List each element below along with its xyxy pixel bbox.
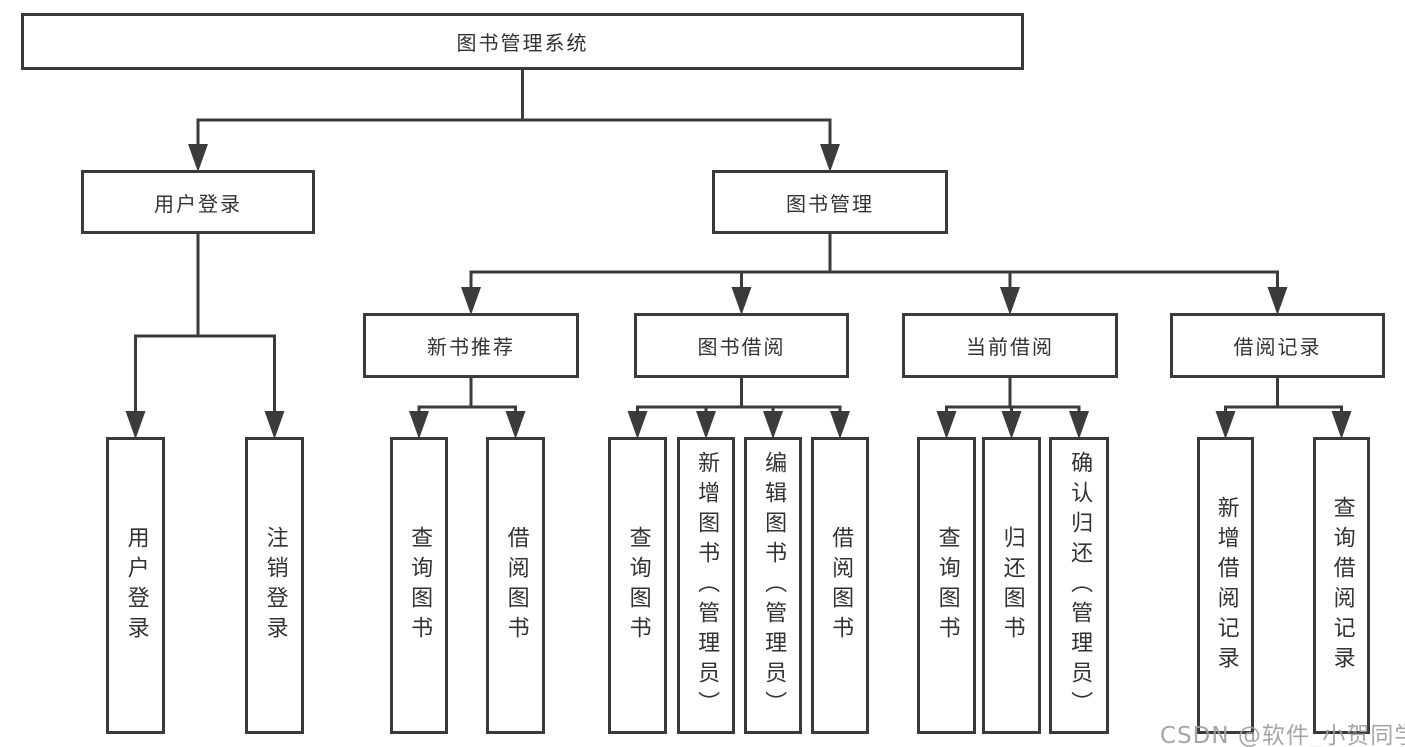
connector-arrow [505, 411, 526, 439]
connector-arrow [731, 287, 752, 315]
node-cur-query: 查询图书 [917, 437, 976, 734]
connector-arrow [125, 411, 146, 439]
connector-arrow [1069, 411, 1089, 439]
node-bor-query: 查询图书 [608, 437, 667, 734]
node-label: 编辑图书（管理员） [761, 450, 787, 721]
node-label: 借阅图书 [828, 525, 854, 646]
node-label: 图书管理系统 [456, 31, 589, 55]
node-cur-confirm: 确认归还（管理员） [1049, 437, 1109, 734]
connector-arrow [1267, 287, 1288, 315]
node-new-book-rec: 新书推荐 [363, 313, 579, 378]
connector-arrow [830, 411, 850, 439]
connector-arrow [1215, 411, 1236, 439]
connector-arrow [763, 411, 783, 439]
connector-arrow [409, 411, 429, 439]
connector-arrow [627, 411, 648, 439]
node-label: 确认归还（管理员） [1067, 450, 1093, 721]
node-login-logout: 注销登录 [245, 437, 304, 734]
node-label: 注销登录 [262, 525, 288, 646]
node-label: 借阅记录 [1233, 335, 1322, 359]
node-bor-borrow: 借阅图书 [811, 437, 869, 734]
connector-arrow [1331, 411, 1352, 439]
node-label: 归还图书 [999, 525, 1025, 646]
node-label: 图书借阅 [697, 335, 786, 359]
node-root: 图书管理系统 [21, 13, 1024, 70]
connector-arrow [1001, 411, 1022, 439]
node-mgmt: 图书管理 [712, 170, 948, 234]
node-bor-add: 新增图书（管理员） [677, 437, 735, 734]
node-borrow-records: 借阅记录 [1170, 313, 1385, 378]
node-label: 图书管理 [786, 191, 874, 216]
connector-arrow [696, 411, 716, 439]
node-label: 查询借阅记录 [1329, 495, 1355, 676]
node-rec-query: 查询图书 [390, 437, 448, 734]
node-label: 新书推荐 [427, 335, 515, 359]
node-brec-query: 查询借阅记录 [1313, 437, 1370, 734]
node-bor-edit: 编辑图书（管理员） [744, 437, 802, 734]
watermark-text: CSDN @软件_小贺同学 [1160, 723, 1405, 747]
connector-arrow [188, 144, 208, 172]
node-login: 用户登录 [81, 170, 315, 234]
node-label: 用户登录 [123, 525, 149, 646]
connector-arrow [264, 411, 285, 439]
node-current-borrow: 当前借阅 [902, 313, 1118, 378]
connector-arrow [820, 144, 840, 172]
node-label: 当前借阅 [966, 335, 1054, 359]
node-label: 新增借阅记录 [1213, 495, 1239, 676]
node-label: 用户登录 [154, 191, 242, 216]
node-login-user: 用户登录 [106, 437, 165, 734]
connector-arrow [936, 411, 957, 439]
node-label: 查询图书 [407, 525, 433, 646]
node-label: 查询图书 [934, 525, 960, 646]
connector-arrow [461, 287, 481, 315]
connector-arrow [1000, 287, 1020, 315]
node-rec-borrow: 借阅图书 [486, 437, 545, 734]
node-book-borrow: 图书借阅 [634, 313, 849, 378]
node-cur-return: 归还图书 [982, 437, 1041, 734]
node-brec-add: 新增借阅记录 [1197, 437, 1254, 734]
node-label: 借阅图书 [503, 525, 529, 646]
node-label: 查询图书 [625, 525, 651, 646]
node-label: 新增图书（管理员） [694, 450, 720, 721]
